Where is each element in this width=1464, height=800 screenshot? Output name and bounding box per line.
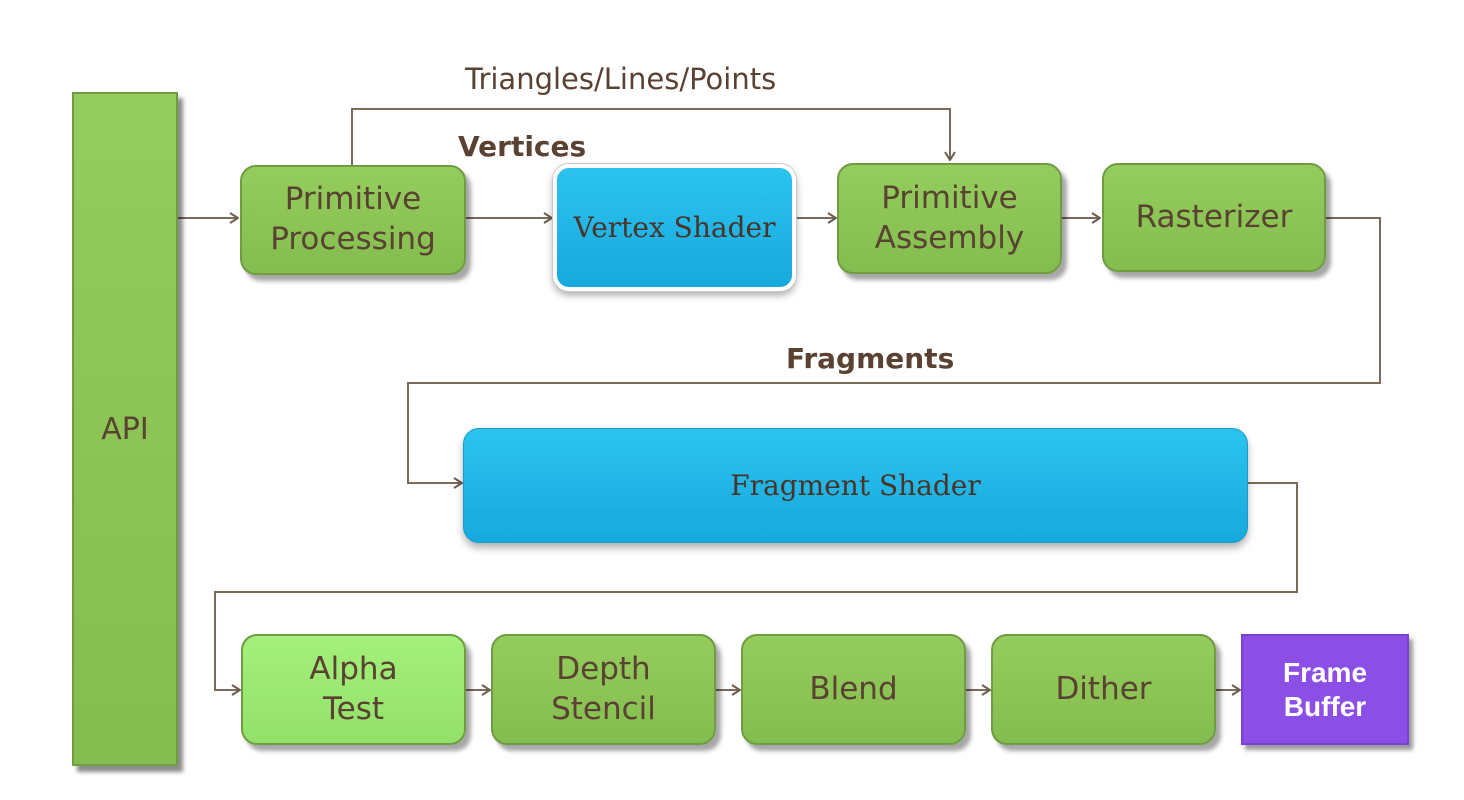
- triangles-lines-points-label: Triangles/Lines/Points: [465, 62, 777, 96]
- vertices-label: Vertices: [458, 130, 587, 163]
- rasterizer-node: Rasterizer: [1102, 163, 1326, 272]
- triangles-lines-points-arrow: [351, 108, 950, 165]
- blend-node: Blend: [741, 634, 966, 745]
- primitive-processing-node: Primitive Processing: [240, 165, 466, 275]
- rasterizer-to-fragment-shader-connector: [407, 217, 1381, 483]
- dither-node: Dither: [991, 634, 1216, 745]
- fragments-label: Fragments: [786, 342, 955, 375]
- vertex-shader-node: Vertex Shader: [553, 164, 796, 291]
- alpha-test-node: Alpha Test: [241, 634, 466, 745]
- api-label: API: [101, 411, 149, 447]
- frame-buffer-node: Frame Buffer: [1241, 634, 1409, 745]
- depth-stencil-node: Depth Stencil: [491, 634, 716, 745]
- api-block: API: [72, 92, 178, 766]
- fragment-shader-node: Fragment Shader: [463, 428, 1248, 543]
- fragment-shader-to-alpha-test-connector: [214, 482, 1298, 690]
- primitive-assembly-node: Primitive Assembly: [837, 163, 1062, 274]
